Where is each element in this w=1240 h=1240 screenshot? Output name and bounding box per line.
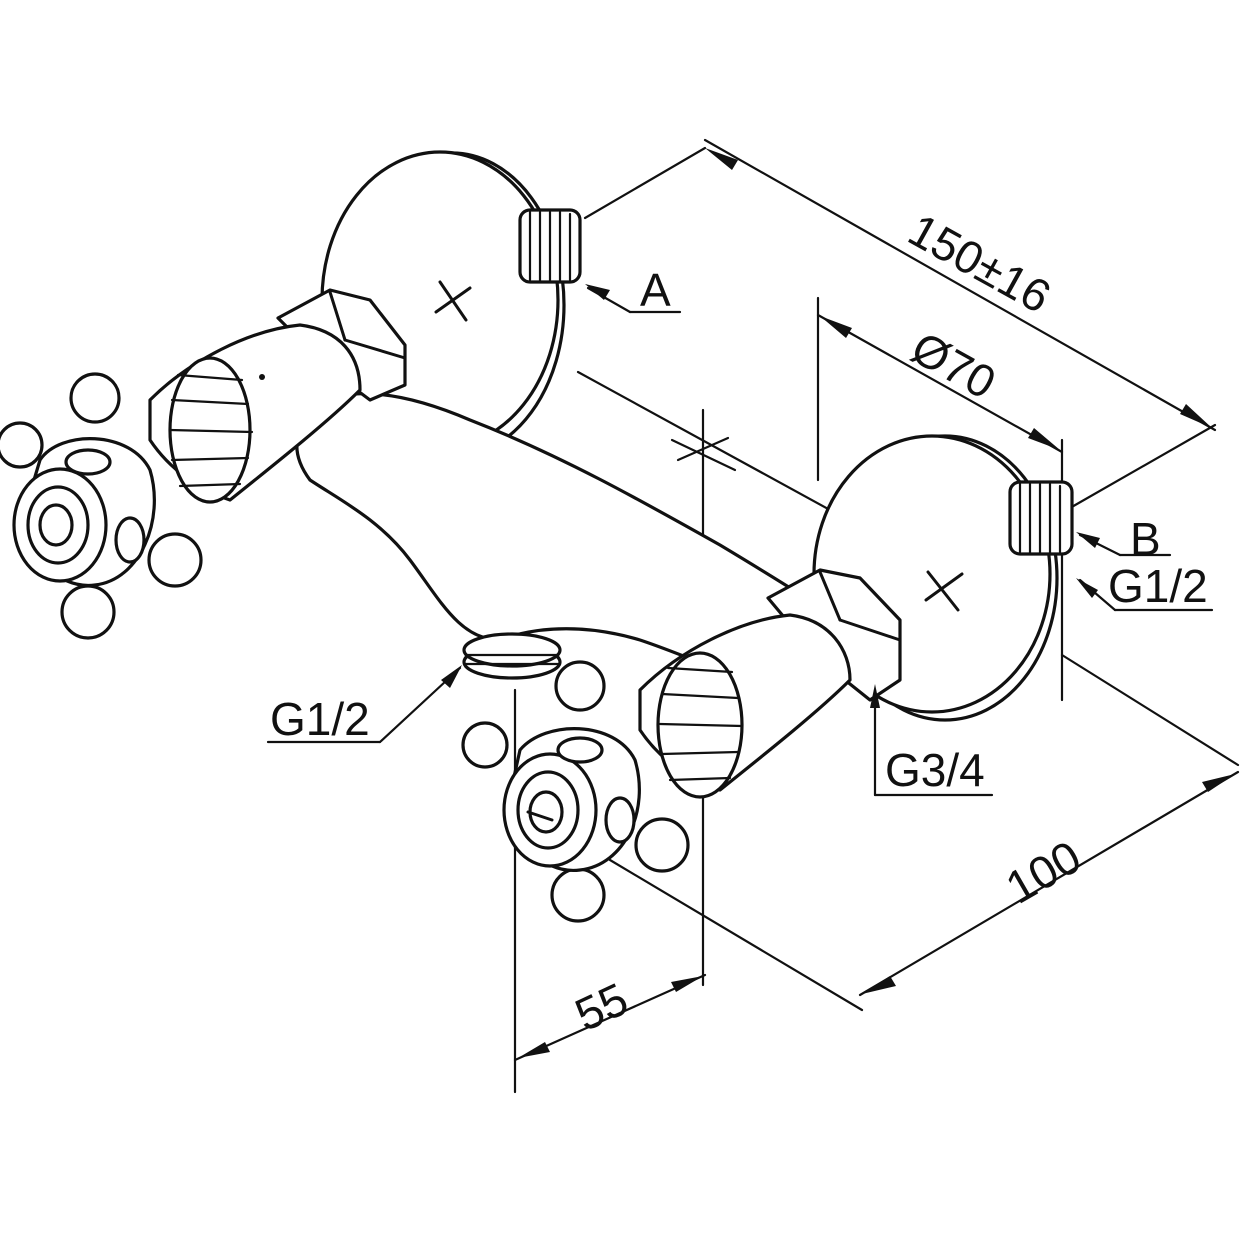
label-outlet-offset: 55 bbox=[567, 972, 635, 1041]
knurl-ring-b bbox=[656, 651, 744, 799]
knurl-ring-a bbox=[168, 356, 254, 504]
label-inlet-a: A bbox=[640, 264, 671, 316]
cross-handle-b bbox=[461, 660, 690, 923]
label-overall-length: 150±16 bbox=[900, 203, 1059, 323]
dim-line-depth bbox=[858, 770, 1240, 997]
connection-labels: A B G1/2 G1/2 G3/4 bbox=[270, 264, 1208, 796]
dim-line-overall-length bbox=[703, 138, 1217, 432]
outlet-thread bbox=[462, 632, 562, 680]
dimension-lines bbox=[513, 138, 1240, 1094]
leader-lines bbox=[266, 284, 1214, 797]
label-flange-diameter: Ø70 bbox=[903, 321, 1004, 409]
label-nut-thread: G3/4 bbox=[885, 744, 985, 796]
label-outlet-thread: G1/2 bbox=[270, 693, 370, 745]
cross-handle-a bbox=[0, 372, 203, 640]
connector-thread-a bbox=[518, 208, 582, 284]
label-inlet-b-thread: G1/2 bbox=[1108, 560, 1208, 612]
dim-line-flange-diameter bbox=[816, 313, 1064, 454]
label-depth: 100 bbox=[997, 830, 1089, 913]
connector-thread-b bbox=[1008, 480, 1074, 556]
label-inlet-b: B bbox=[1130, 513, 1161, 565]
